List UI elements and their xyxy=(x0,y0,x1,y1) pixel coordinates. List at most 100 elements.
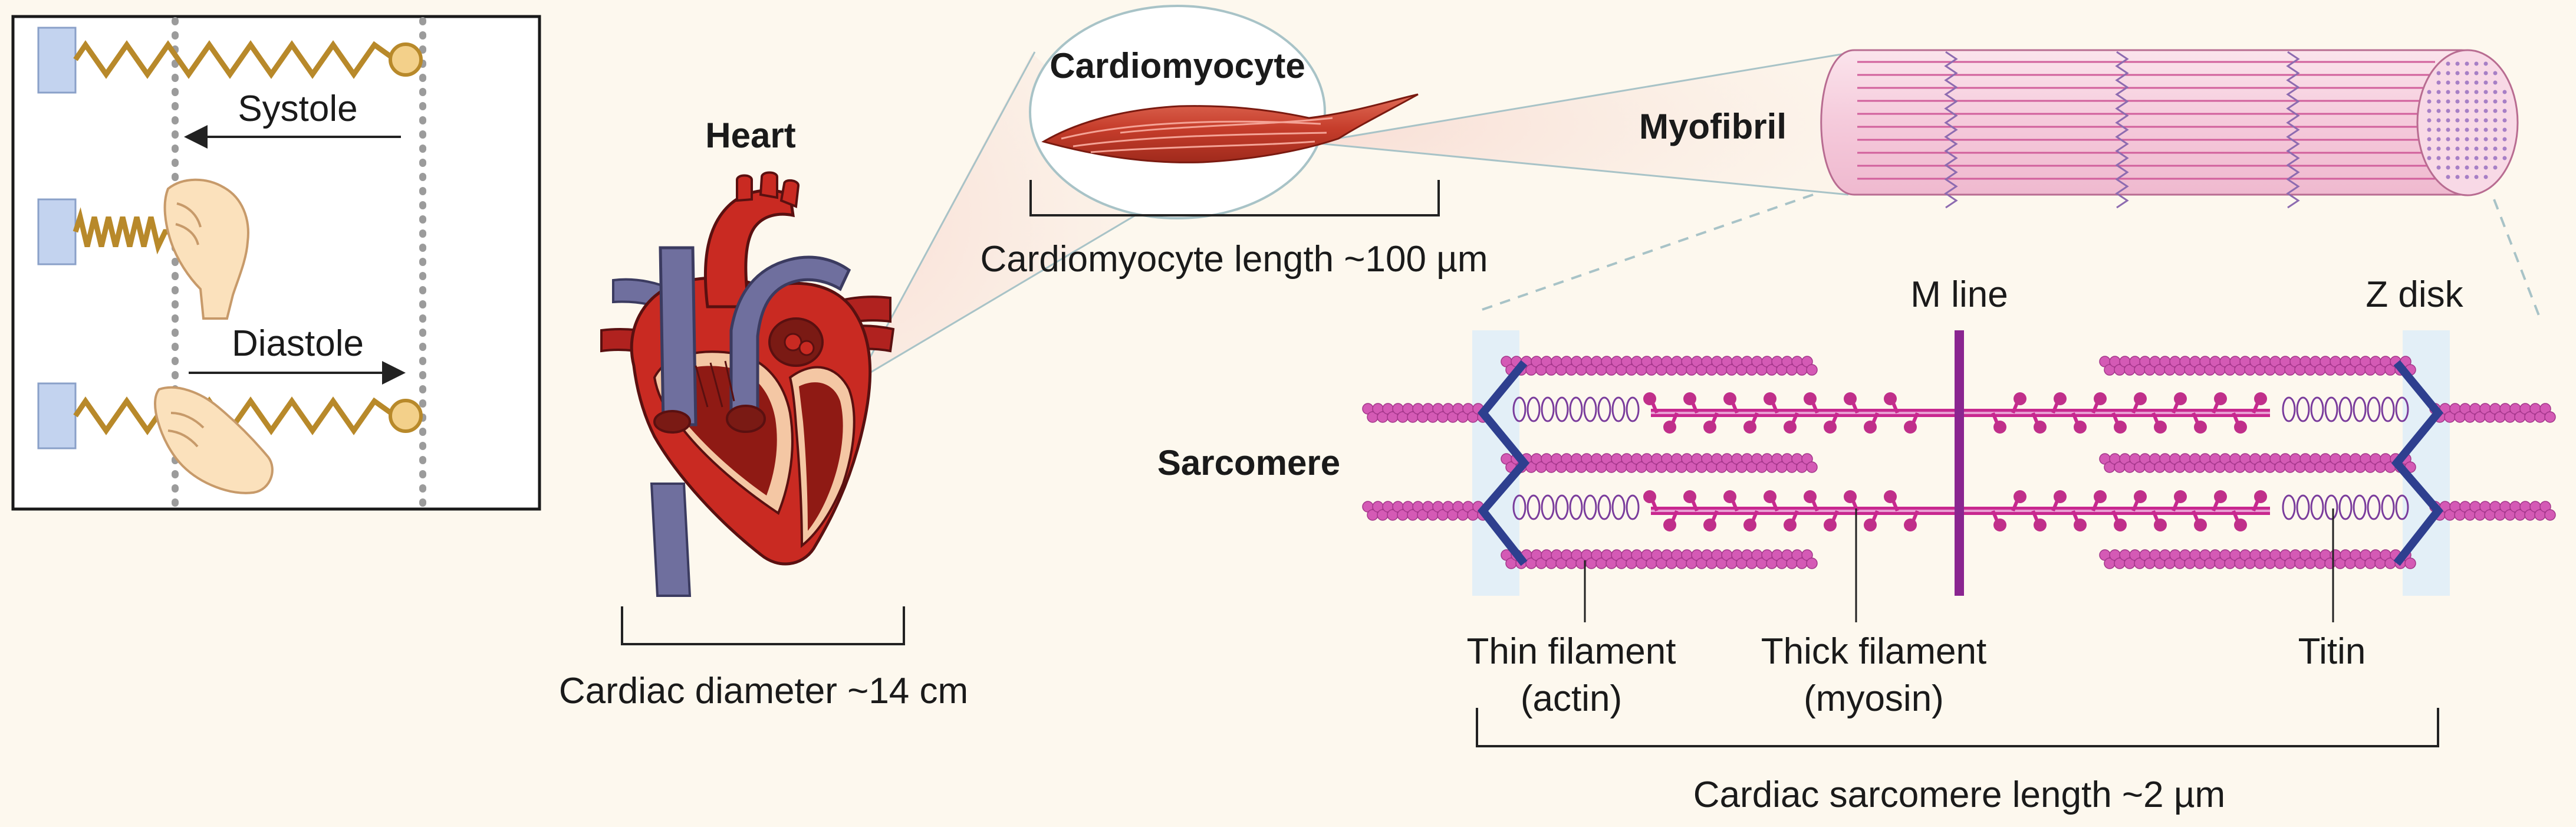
myofibril-dot xyxy=(2493,71,2498,76)
myosin-head xyxy=(2074,421,2087,434)
myofibril-dot xyxy=(2483,175,2488,179)
myofibril-dot xyxy=(2427,156,2432,160)
myofibril-dot xyxy=(2474,156,2479,160)
myofibril-dot xyxy=(2465,109,2469,113)
myofibril-dot xyxy=(2455,165,2460,170)
myofibril-dot xyxy=(2493,118,2498,123)
z-disk-right xyxy=(2391,360,2444,566)
myofibril-dot xyxy=(2502,118,2507,123)
myofibril-dot xyxy=(2474,146,2479,151)
myosin-head xyxy=(2254,392,2267,405)
myofibril-dot xyxy=(2483,99,2488,104)
myofibril-dot xyxy=(2483,137,2488,142)
myofibril-dot xyxy=(2455,90,2460,94)
myosin-head xyxy=(1643,392,1656,405)
myosin-head xyxy=(1703,518,1716,531)
myofibril-dot xyxy=(2474,61,2479,66)
myosin-head xyxy=(2074,518,2087,531)
myofibril-dot xyxy=(2474,71,2479,76)
myofibril-dot xyxy=(2483,118,2488,123)
hand-pull-icon xyxy=(154,386,274,494)
myofibril-dot xyxy=(2436,165,2441,170)
titin-coil xyxy=(2395,494,2409,520)
myofibril-dot xyxy=(2455,146,2460,151)
myofibril-dot xyxy=(2493,146,2498,151)
myosin-head xyxy=(1824,518,1837,531)
pulmonary-artery xyxy=(729,255,851,426)
myofibril-dot xyxy=(2455,99,2460,104)
myofibril-dot xyxy=(2446,118,2450,123)
titin-coil xyxy=(2367,494,2381,520)
myofibril-dot xyxy=(2465,127,2469,132)
heart-title: Heart xyxy=(705,116,795,155)
myofibril-dot xyxy=(2446,175,2450,179)
myosin-head xyxy=(1864,518,1877,531)
spring-end-bottom xyxy=(389,399,423,433)
heart-scale-bracket xyxy=(621,606,905,645)
myofibril-dot xyxy=(2446,137,2450,142)
myofibril-dot xyxy=(2483,61,2488,66)
heart-illustration xyxy=(600,171,895,597)
sarcomere-title: Sarcomere xyxy=(1157,443,1340,483)
cardiomyocyte-title: Cardiomyocyte xyxy=(1050,46,1305,86)
titin-coil xyxy=(2353,494,2367,520)
spring-middle xyxy=(73,207,172,255)
myosin-head xyxy=(1993,518,2006,531)
myofibril-dot xyxy=(2427,146,2432,151)
cardiomyocyte-cell xyxy=(1041,93,1419,163)
myosin-head xyxy=(1663,518,1676,531)
myofibril-dot xyxy=(2493,80,2498,85)
myosin-head xyxy=(1824,421,1837,434)
myofibril-dot xyxy=(2446,109,2450,113)
myofibril-dot xyxy=(2465,71,2469,76)
myofibril-dot xyxy=(2502,156,2507,160)
myosin-head xyxy=(1743,518,1756,531)
myofibril-dot xyxy=(2465,80,2469,85)
titin-coil xyxy=(2324,396,2338,422)
actin-bead xyxy=(1806,461,1818,473)
myofibril-dot xyxy=(2493,90,2498,94)
titin-coil xyxy=(2310,396,2324,422)
myofibril-dot xyxy=(2436,99,2441,104)
myofibril-dot xyxy=(2502,146,2507,151)
myofibril-dot xyxy=(2427,90,2432,94)
myofibril-dot xyxy=(2483,165,2488,170)
myofibril-z-band xyxy=(2115,51,2129,209)
myofibril-title: Myofibril xyxy=(1639,107,1787,146)
cardiomyocyte-scale-bracket xyxy=(1029,180,1440,216)
heart-size-label: Cardiac diameter ~14 cm xyxy=(559,671,968,711)
myosin-head xyxy=(1804,490,1817,503)
myosin-head xyxy=(1884,392,1897,405)
myosin-head xyxy=(2234,421,2247,434)
myofibril-dot xyxy=(2436,90,2441,94)
thin-filament-sublabel: (actin) xyxy=(1521,678,1622,719)
titin-coil xyxy=(1555,494,1569,520)
thin-filament-label: Thin filament xyxy=(1467,631,1676,672)
myofibril-dot xyxy=(2446,165,2450,170)
myofibril-dot xyxy=(2446,90,2450,94)
myofibril-dot xyxy=(2474,165,2479,170)
myosin-head xyxy=(1804,392,1817,405)
myofibril-dot xyxy=(2465,175,2469,179)
titin-coil xyxy=(1512,396,1526,422)
myosin-head xyxy=(2174,392,2187,405)
titin-coil xyxy=(2282,494,2296,520)
myofibril-dot xyxy=(2493,156,2498,160)
titin-coil xyxy=(1526,494,1541,520)
myosin-head xyxy=(2214,490,2227,503)
myofibril-dot xyxy=(2502,109,2507,113)
myofibril-dot xyxy=(2455,109,2460,113)
myosin-head xyxy=(1844,490,1857,503)
myofibril-dot xyxy=(2483,109,2488,113)
myosin-head xyxy=(1784,421,1797,434)
titin-coil xyxy=(2381,494,2395,520)
myofibril-dot xyxy=(2455,156,2460,160)
myofibril-dot xyxy=(2483,90,2488,94)
titin-coil xyxy=(1555,396,1569,422)
actin-bead xyxy=(1806,557,1818,569)
myosin-head xyxy=(2014,490,2026,503)
hand-push-icon xyxy=(163,178,249,320)
myofibril-dot xyxy=(2427,127,2432,132)
myosin-head xyxy=(2234,518,2247,531)
